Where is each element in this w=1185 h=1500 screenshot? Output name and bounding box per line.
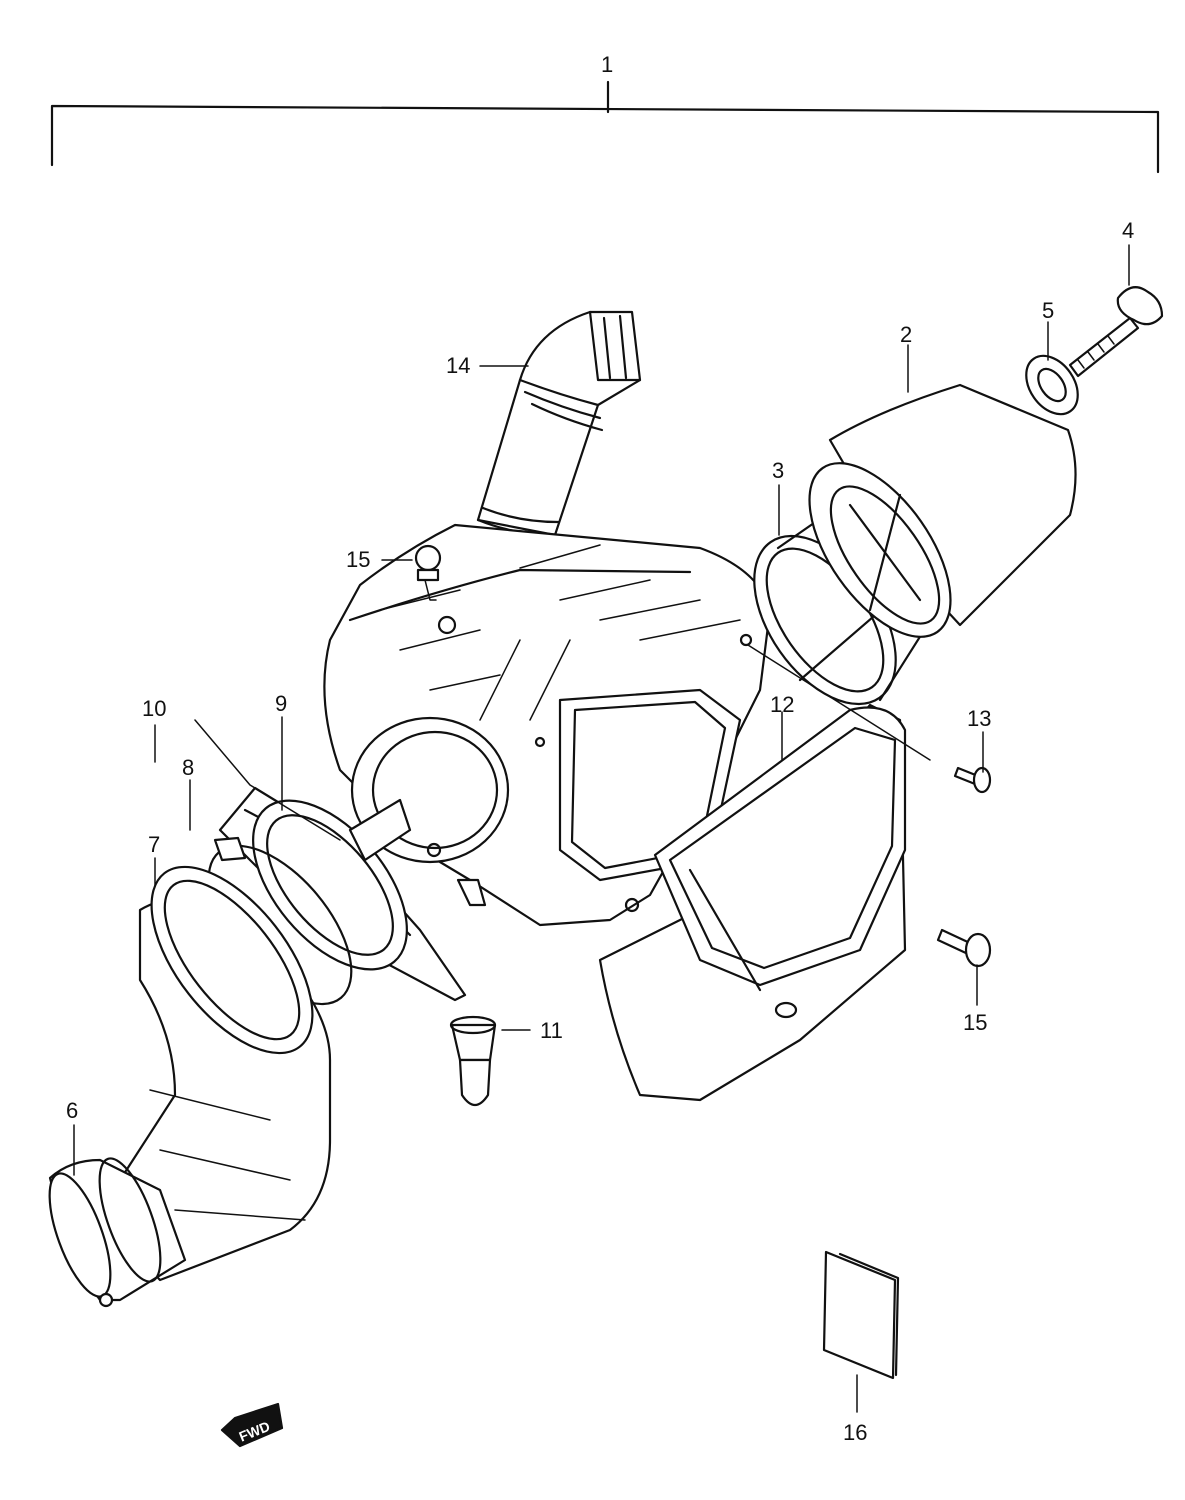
callout-11: 11	[540, 1018, 563, 1043]
intake-snorkel	[476, 310, 642, 537]
assembly-bracket	[50, 80, 1160, 174]
callout-1: 1	[601, 52, 613, 77]
callout-3: 3	[772, 458, 784, 483]
screw-15-top	[414, 544, 442, 601]
outlet-tube	[118, 865, 332, 1282]
callout-5: 5	[1042, 298, 1054, 323]
label-sheet	[822, 1250, 900, 1380]
drain-plug	[449, 1015, 497, 1107]
callout-4: 4	[1122, 218, 1134, 243]
connector-hose	[48, 1157, 187, 1308]
callout-14: 14	[446, 353, 470, 378]
wing-bolt	[1068, 286, 1164, 378]
callout-7: 7	[148, 832, 160, 857]
washer	[1025, 354, 1079, 416]
fwd-arrow-badge	[220, 1402, 284, 1448]
callout-12: 12	[770, 692, 794, 717]
callout-8: 8	[182, 755, 194, 780]
callout-16: 16	[843, 1420, 867, 1445]
callout-labels: 1 2 3 4 5 6 7 8 9 10 11 12 13 14 15 15 1…	[66, 52, 1134, 1445]
callout-15-right: 15	[963, 1010, 987, 1035]
filter-element	[808, 383, 1077, 638]
callout-10: 10	[142, 696, 166, 721]
outlet-flange	[218, 786, 467, 1002]
element-cover	[598, 703, 907, 1102]
screw-15-right	[936, 928, 992, 968]
callout-15-top: 15	[346, 547, 370, 572]
callout-2: 2	[900, 322, 912, 347]
callout-13: 13	[967, 706, 991, 731]
callout-9: 9	[275, 691, 287, 716]
screw-13	[953, 766, 992, 794]
drain-tube	[456, 878, 487, 907]
callout-6: 6	[66, 1098, 78, 1123]
leader-lines	[73, 244, 1130, 1413]
